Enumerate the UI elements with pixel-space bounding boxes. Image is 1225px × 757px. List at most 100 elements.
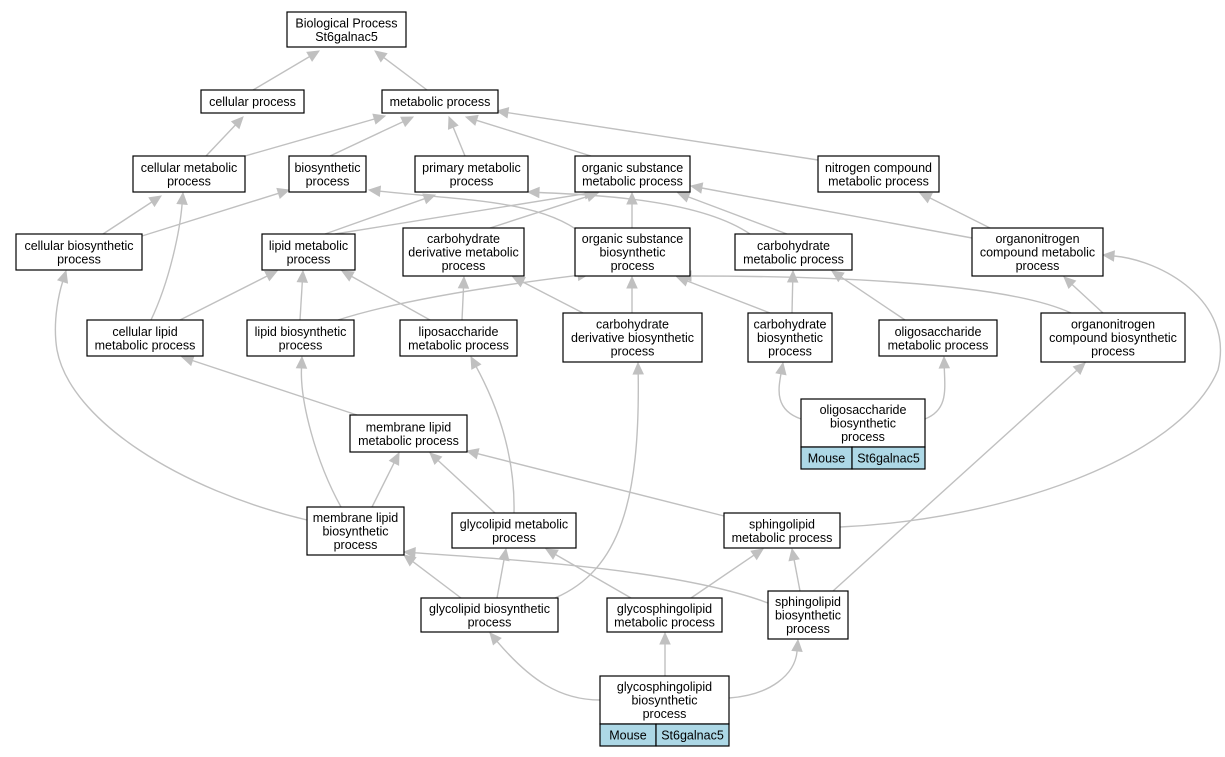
node-label-line: derivative metabolic: [408, 246, 518, 260]
edge-sphingolipid-metabolic-to-membrane-lipid-metabolic: [477, 453, 725, 517]
node-label-line: process: [643, 707, 687, 721]
edge-carbohydrate-metabolic-to-organic-substance-metabolic: [688, 196, 788, 235]
edge-arrowhead: [544, 548, 559, 560]
edge-arrowhead: [296, 269, 309, 283]
node-label-line: process: [279, 338, 323, 352]
edge-arrowhead: [230, 116, 244, 130]
node-label-line: biosynthetic: [757, 331, 823, 345]
node-box: [286, 11, 407, 48]
edge-liposaccharide-metabolic-to-carbohydrate-derivative-metabolic: [461, 287, 465, 321]
edge-arrowhead: [457, 275, 470, 289]
node-box: [246, 319, 355, 357]
node-box: [15, 233, 143, 271]
node-label-line: compound metabolic: [980, 246, 1095, 260]
edge-membrane-lipid-metabolic-to-cellular-lipid-metabolic: [192, 359, 358, 416]
node-label-line: lipid metabolic: [269, 239, 348, 253]
node-metabolic-process[interactable]: metabolic process: [381, 89, 499, 114]
edge-arrowhead: [511, 276, 526, 288]
node-box: [381, 89, 499, 114]
edge-arrowhead: [831, 270, 845, 283]
edge-oligosaccharide-metabolic-to-carbohydrate-metabolic: [840, 276, 906, 321]
node-label-line: metabolic process: [582, 174, 683, 188]
gene-tag-label: St6galnac5: [661, 729, 724, 743]
node-label-line: process: [57, 252, 101, 266]
node-box: [399, 319, 518, 357]
edge-carbohydrate-metabolic-to-primary-metabolic: [538, 191, 751, 235]
node-label-line: process: [786, 622, 830, 636]
node-label-line: metabolic process: [408, 338, 509, 352]
edge-organonitrogen-compound-metabolic-to-nitrogen-compound-metabolic: [929, 197, 991, 229]
node-cellular-process[interactable]: cellular process: [200, 89, 305, 114]
node-label-line: membrane lipid: [366, 420, 452, 434]
edge-glycolipid-biosynthetic-to-carbohydrate-derivative-biosynthetic: [554, 373, 639, 599]
edge-organic-substance-metabolic-to-metabolic-process: [476, 119, 592, 157]
edge-glycosphingolipid-biosynthetic-to-sphingolipid-biosynthetic: [728, 650, 798, 699]
node-glycosphingolipid-biosynthetic[interactable]: glycosphingolipidbiosyntheticprocessMous…: [599, 675, 730, 747]
node-label-line: glycosphingolipid: [617, 602, 712, 616]
edge-lipid-metabolic-to-primary-metabolic: [324, 198, 425, 235]
node-label-line: St6galnac5: [315, 30, 378, 44]
node-label-line: process: [334, 538, 378, 552]
edge-arrowhead: [57, 269, 69, 284]
node-label-line: metabolic process: [95, 338, 196, 352]
node-label-line: carbohydrate: [596, 318, 669, 332]
node-label-line: process: [611, 259, 655, 273]
edge-glycosphingolipid-metabolic-to-sphingolipid-metabolic: [690, 554, 755, 599]
node-box: [288, 155, 367, 193]
node-box: [451, 512, 577, 549]
node-label-line: derivative biosynthetic: [571, 331, 694, 345]
edge-arrowhead: [429, 452, 443, 466]
edge-arrowhead: [465, 448, 480, 460]
edge-arrowhead: [788, 547, 800, 562]
edge-arrowhead: [689, 182, 704, 194]
edge-glycolipid-metabolic-to-liposaccharide-metabolic: [475, 366, 515, 514]
edge-glycolipid-biosynthetic-to-glycolipid-metabolic: [496, 559, 505, 599]
edge-organic-substance-biosynthetic-to-biosynthetic: [379, 190, 582, 234]
edge-arrowhead: [526, 186, 540, 199]
edge-arrowhead: [264, 270, 279, 282]
edge-arrowhead: [750, 548, 765, 561]
edge-glycolipid-biosynthetic-to-membrane-lipid-biosynthetic: [412, 561, 462, 599]
edge-organonitrogen-compound-biosynthetic-to-organonitrogen-compound-metabolic: [1071, 283, 1104, 314]
species-tag-label: Mouse: [609, 729, 647, 743]
node-box: [414, 155, 529, 193]
node-box: [574, 155, 691, 193]
node-label-line: process: [492, 531, 536, 545]
gene-tag-cell: [655, 723, 730, 747]
node-label-line: sphingolipid: [749, 517, 815, 531]
edge-carbohydrate-biosynthetic-to-carbohydrate-metabolic: [791, 281, 794, 314]
species-tag-label: Mouse: [808, 452, 846, 466]
edge-membrane-lipid-biosynthetic-to-cellular-biosynthetic: [54, 281, 308, 521]
node-label-line: metabolic process: [743, 252, 844, 266]
edge-arrowhead: [403, 554, 417, 567]
edge-arrowhead: [676, 191, 691, 203]
